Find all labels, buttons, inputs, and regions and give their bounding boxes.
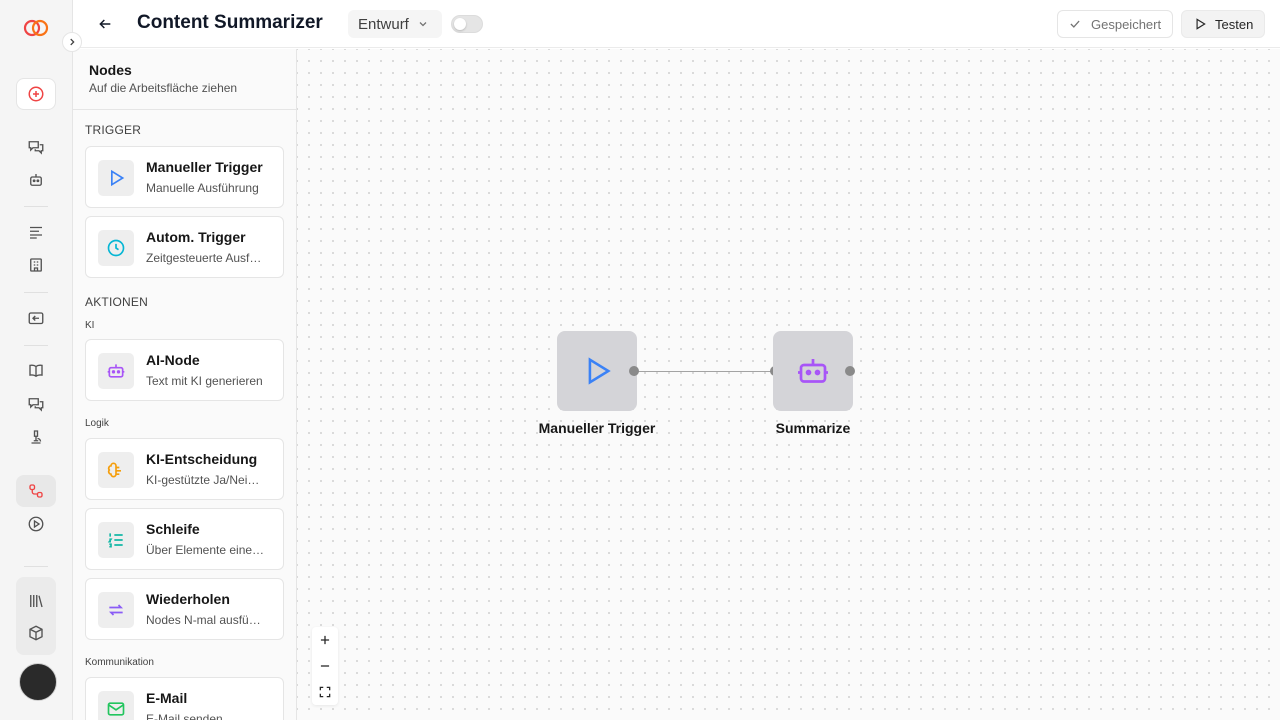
card-title: E-Mail [146, 690, 188, 706]
card-description: Zeitgesteuerte Ausf… [146, 251, 262, 265]
card-description: KI-gestützte Ja/Nei… [146, 473, 260, 487]
bot-icon[interactable] [16, 164, 56, 196]
node-card-ai-node[interactable]: AI-Node Text mit KI generieren [85, 339, 284, 401]
node-label: Manueller Trigger [538, 420, 656, 436]
status-value: Entwurf [358, 15, 409, 33]
text-lines-icon[interactable] [16, 216, 56, 248]
card-description: Text mit KI generieren [146, 374, 263, 388]
status-select[interactable]: Entwurf [348, 10, 442, 38]
package-icon[interactable] [27, 624, 45, 642]
conversations-icon[interactable] [16, 388, 56, 420]
rail-divider [24, 206, 48, 207]
zoom-controls [312, 627, 338, 705]
play-icon [1193, 17, 1207, 31]
test-label: Testen [1215, 16, 1254, 32]
card-title: Wiederholen [146, 591, 230, 607]
expand-sidebar-button[interactable] [62, 32, 82, 52]
subsection-logic: Logik [85, 418, 109, 429]
play-circle-icon[interactable] [16, 508, 56, 540]
zoom-out-icon[interactable] [312, 653, 338, 679]
play-icon [98, 160, 134, 196]
top-bar: Content Summarizer Entwurf Gespeichert T… [73, 0, 1280, 48]
new-chat-button[interactable] [16, 78, 56, 110]
mail-icon [98, 691, 134, 720]
bot-icon [98, 353, 134, 389]
node-label: Summarize [775, 420, 851, 436]
card-description: E-Mail senden [146, 712, 223, 720]
clock-icon [98, 230, 134, 266]
panel-title: Nodes [89, 62, 132, 78]
book-icon[interactable] [16, 355, 56, 387]
toggle-knob [454, 18, 466, 30]
library-icon[interactable] [27, 592, 45, 610]
rail-divider [24, 566, 48, 567]
node-card-auto-trigger[interactable]: Autom. Trigger Zeitgesteuerte Ausf… [85, 216, 284, 278]
workflows-icon[interactable] [16, 475, 56, 507]
section-trigger: TRIGGER [85, 123, 142, 137]
card-description: Manuelle Ausführung [146, 181, 259, 195]
chats-icon[interactable] [16, 131, 56, 163]
section-actions: AKTIONEN [85, 295, 148, 309]
card-title: KI-Entscheidung [146, 451, 258, 467]
card-description: Nodes N-mal ausfü… [146, 613, 261, 627]
output-handle[interactable] [845, 366, 855, 376]
saved-button[interactable]: Gespeichert [1057, 10, 1173, 38]
workflow-canvas[interactable]: Manueller Trigger Summarize [297, 49, 1280, 720]
subsection-ki: KI [85, 320, 95, 331]
building-icon[interactable] [16, 249, 56, 281]
fit-view-icon[interactable] [312, 679, 338, 705]
canvas-node-summarize[interactable] [773, 331, 853, 411]
card-description: Über Elemente eine… [146, 543, 265, 557]
brain-icon [98, 452, 134, 488]
card-title: AI-Node [146, 352, 200, 368]
panel-header: Nodes Auf die Arbeitsfläche ziehen [73, 49, 296, 110]
zoom-in-icon[interactable] [312, 627, 338, 653]
play-icon [580, 354, 614, 388]
panel-subtitle: Auf die Arbeitsfläche ziehen [89, 81, 238, 95]
test-button[interactable]: Testen [1181, 10, 1265, 38]
rail-divider [24, 345, 48, 346]
check-icon [1068, 17, 1082, 31]
page-title: Content Summarizer [137, 12, 323, 33]
node-card-loop[interactable]: Schleife Über Elemente eine… [85, 508, 284, 570]
chevron-down-icon [417, 18, 429, 30]
card-title: Autom. Trigger [146, 229, 246, 245]
node-card-repeat[interactable]: Wiederholen Nodes N-mal ausfü… [85, 578, 284, 640]
connection-edge[interactable] [634, 371, 775, 372]
message-reply-icon[interactable] [16, 303, 56, 335]
back-arrow-icon[interactable] [95, 14, 115, 34]
node-panel: Nodes Auf die Arbeitsfläche ziehen TRIGG… [73, 49, 297, 720]
list-ordered-icon [98, 522, 134, 558]
output-handle[interactable] [629, 366, 639, 376]
node-card-email[interactable]: E-Mail E-Mail senden [85, 677, 284, 720]
rail-bottom-group [16, 577, 56, 655]
node-card-manual-trigger[interactable]: Manueller Trigger Manuelle Ausführung [85, 146, 284, 208]
repeat-icon [98, 592, 134, 628]
canvas-node-manual-trigger[interactable] [557, 331, 637, 411]
card-title: Schleife [146, 521, 200, 537]
logo-icon[interactable] [22, 17, 50, 39]
rail-divider [24, 292, 48, 293]
active-toggle[interactable] [451, 15, 483, 33]
app-rail [0, 0, 73, 720]
card-title: Manueller Trigger [146, 159, 263, 175]
bot-icon [795, 353, 831, 389]
node-card-ki-decision[interactable]: KI-Entscheidung KI-gestützte Ja/Nei… [85, 438, 284, 500]
microscope-icon[interactable] [16, 421, 56, 453]
subsection-communication: Kommunikation [85, 657, 154, 668]
avatar[interactable] [19, 663, 57, 701]
saved-label: Gespeichert [1091, 16, 1162, 32]
